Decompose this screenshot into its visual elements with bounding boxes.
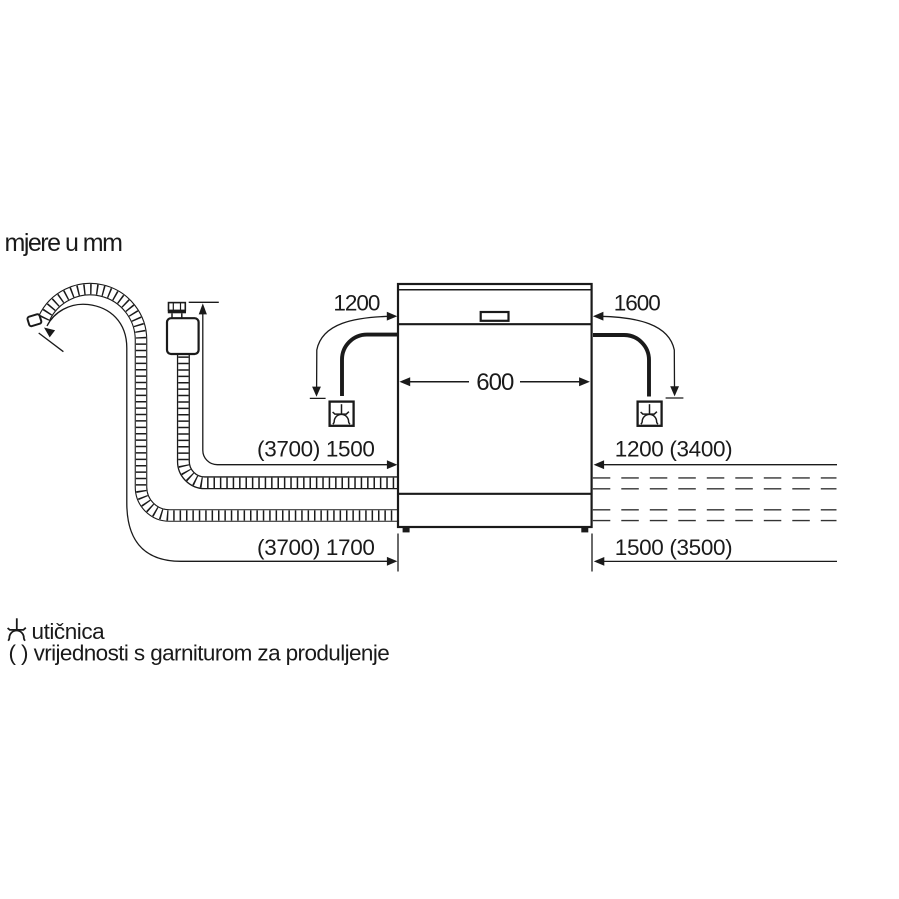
- svg-text:1200: 1200: [333, 291, 380, 316]
- svg-text:1200 (3400): 1200 (3400): [615, 437, 733, 462]
- svg-text:1500 (3500): 1500 (3500): [615, 535, 733, 560]
- svg-text:mjere u mm: mjere u mm: [5, 229, 123, 257]
- svg-text:(3700) 1500: (3700) 1500: [257, 437, 375, 462]
- svg-text:600: 600: [476, 369, 514, 396]
- svg-text:( ) vrijednosti s garniturom z: ( ) vrijednosti s garniturom za produlje…: [9, 641, 390, 666]
- svg-text:utičnica: utičnica: [32, 619, 106, 644]
- svg-text:(3700) 1700: (3700) 1700: [257, 535, 375, 560]
- svg-text:1600: 1600: [614, 291, 661, 316]
